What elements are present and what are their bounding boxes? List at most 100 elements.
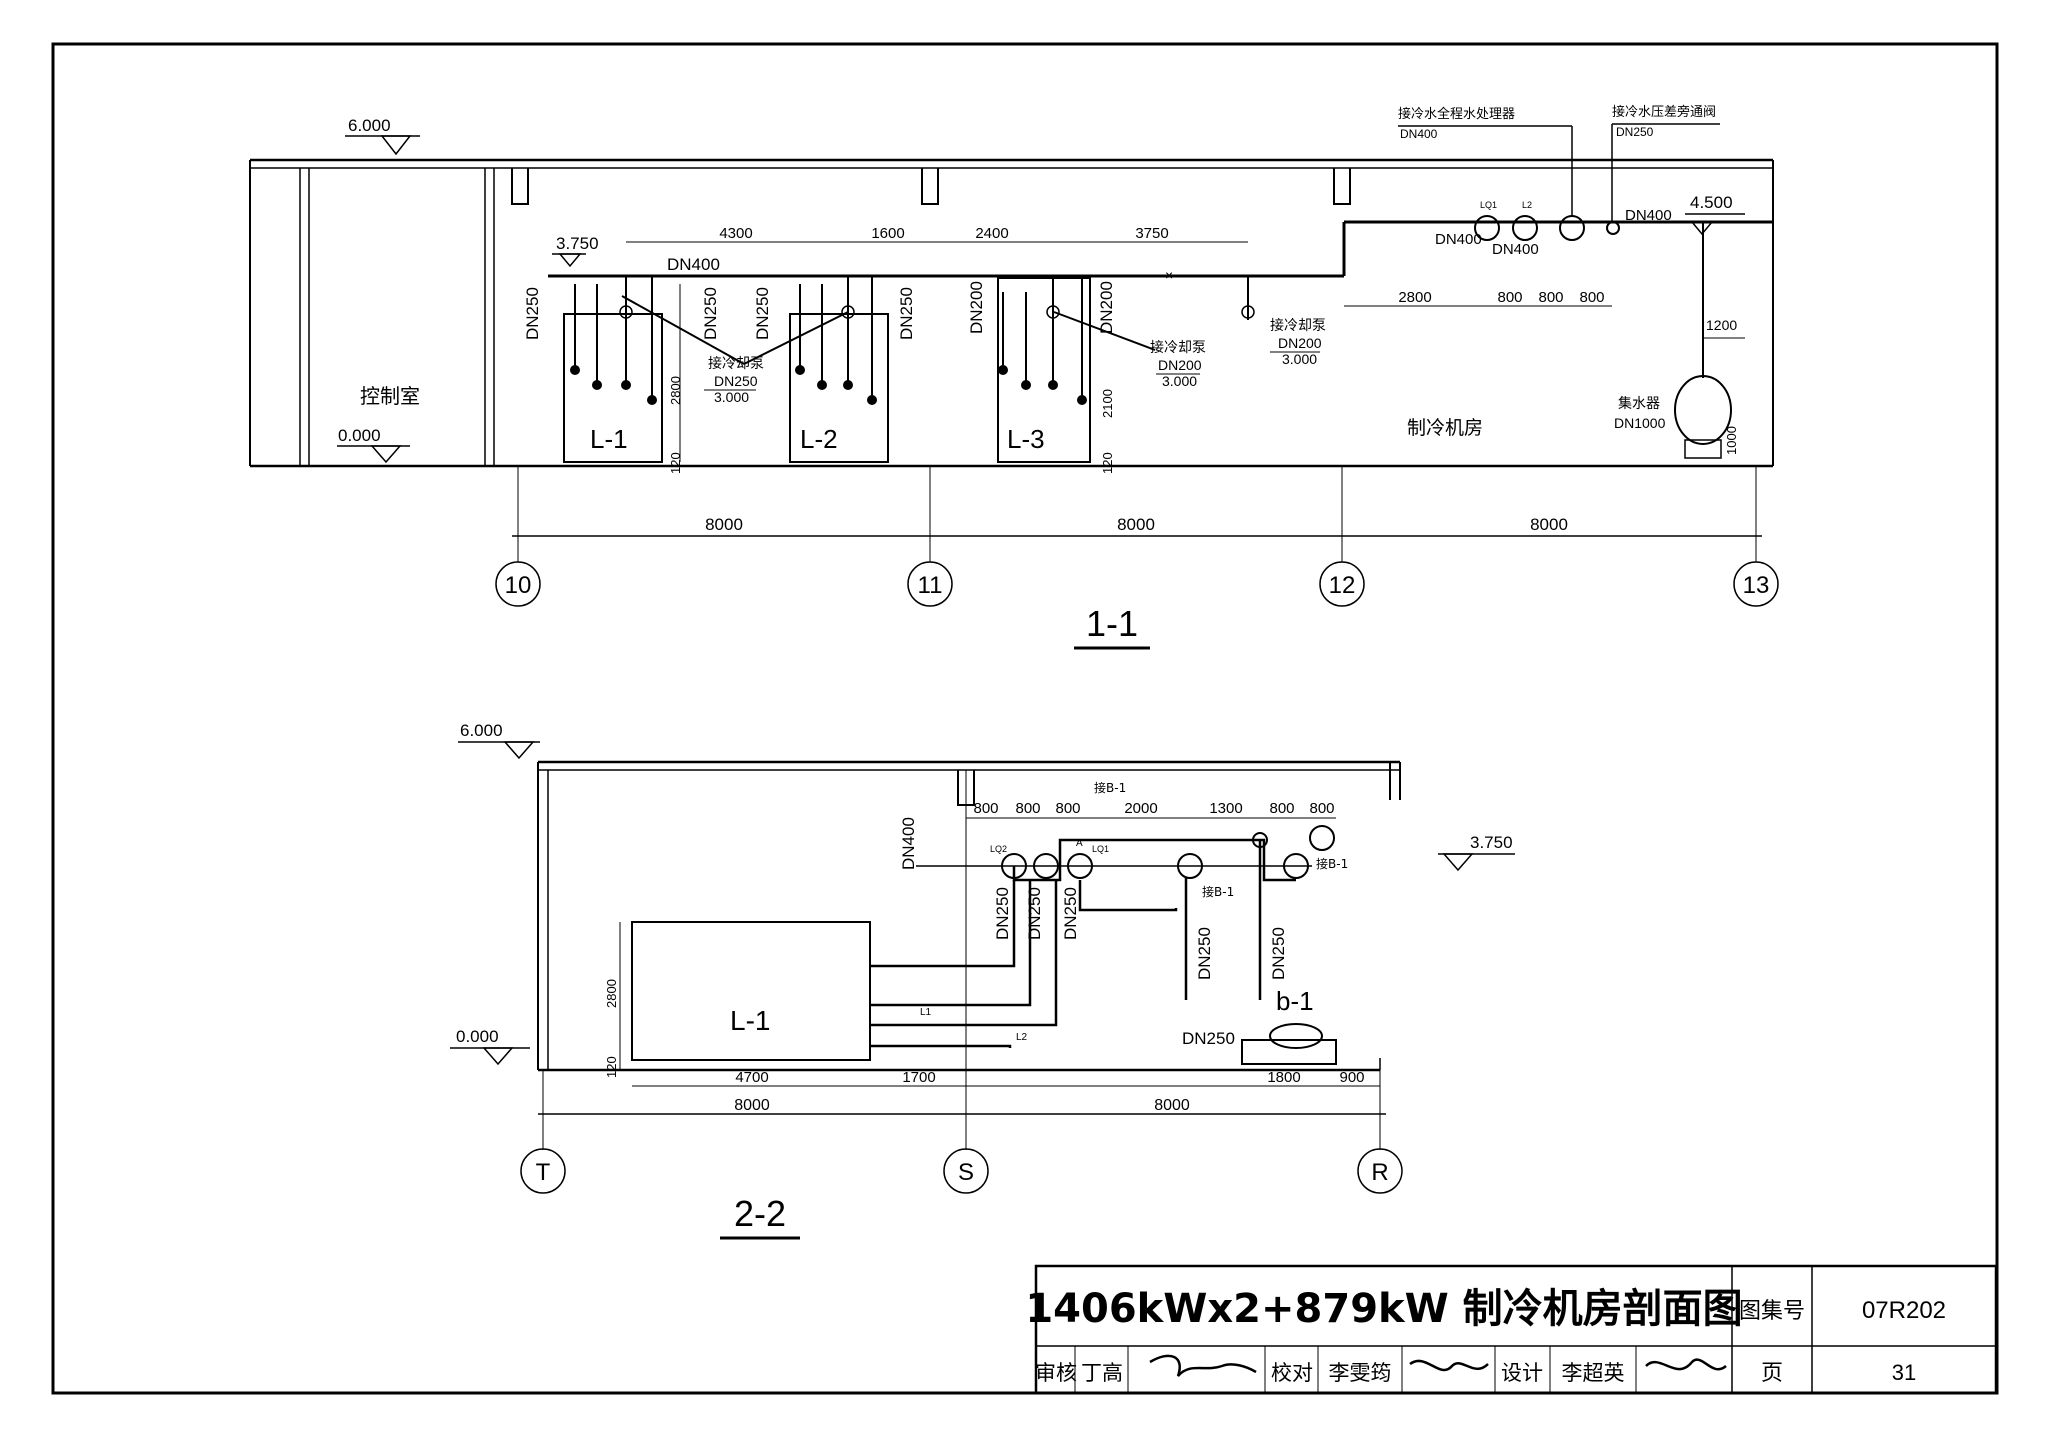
dim-top-2400: 2400 (975, 225, 1008, 242)
callout-water-treatment-size: DN400 (1400, 127, 1438, 141)
dim-2-bot-3: 900 (1339, 1069, 1364, 1086)
pipe-dn250-c: DN250 (753, 287, 772, 340)
dim-r-800a: 800 (1497, 289, 1522, 306)
design-label: 设计 (1501, 1361, 1543, 1385)
pipe-branches-1 (574, 276, 1249, 400)
dim-2-top-6: 800 (1309, 800, 1334, 817)
atlas-no: 07R202 (1862, 1297, 1946, 1324)
axis-s: S (958, 1159, 974, 1186)
pump-size-1: DN250 (714, 373, 758, 389)
dim-top-1600: 1600 (871, 225, 904, 242)
pipe-2-dn250-c: DN250 (1061, 887, 1080, 940)
pipe-2-dn250-a: DN250 (993, 887, 1012, 940)
dim-1000: 1000 (1724, 426, 1739, 455)
checker-name: 李雯筠 (1329, 1361, 1392, 1385)
label-a: A (1076, 838, 1083, 849)
dim-2-top-3: 2000 (1124, 800, 1157, 817)
pipe-dn200-a: DN200 (967, 281, 986, 334)
axis-12: 12 (1329, 572, 1356, 599)
dim-2-bot-0: 4700 (735, 1069, 768, 1086)
dim-r-800b: 800 (1538, 289, 1563, 306)
collector-tank (1674, 375, 1732, 445)
pump-size-2: DN200 (1158, 357, 1202, 373)
review-label: 审核 (1035, 1361, 1077, 1385)
dim-top-3750: 3750 (1135, 225, 1168, 242)
pipe-2-dn250-d: DN250 (1195, 927, 1214, 980)
span-1-c: 8000 (1530, 515, 1568, 534)
collector-label: 集水器 (1618, 395, 1660, 412)
axis-13: 13 (1743, 572, 1770, 599)
pump-callout-2: 接冷却泵 (1150, 339, 1206, 356)
axis-r: R (1371, 1159, 1388, 1186)
pipe-dn400-r2: DN400 (1492, 241, 1539, 258)
room-control: 控制室 (360, 384, 420, 408)
pipe-2-dn400: DN400 (899, 817, 918, 870)
dim-2-bot-2: 1800 (1267, 1069, 1300, 1086)
pipe-dn400-r3: DN400 (1625, 207, 1672, 224)
label-l2: L2 (1016, 1032, 1028, 1043)
dim-r-800c: 800 (1579, 289, 1604, 306)
drawing-title: 1406kWx2+879kW 制冷机房剖面图 (1025, 1286, 1742, 1332)
dim-2-ch-h: 2800 (604, 979, 619, 1008)
pump-b1-size: DN250 (1182, 1029, 1235, 1048)
dim-2-top-2: 800 (1055, 800, 1080, 817)
elev-roof-symbol-1 (380, 135, 412, 156)
pipe-l2-r: L2 (1522, 200, 1532, 210)
elev-roof-1: 6.000 (348, 116, 391, 135)
dim-2-top-1: 800 (1015, 800, 1040, 817)
callout-bypass-size: DN250 (1616, 125, 1654, 139)
dim-2-top-4: 1300 (1209, 800, 1242, 817)
label-to-b1-c: 接B-1 (1316, 856, 1348, 871)
checker-signature (1409, 1359, 1489, 1372)
collector-size: DN1000 (1614, 415, 1666, 431)
pipe-dn250-b: DN250 (701, 287, 720, 340)
dim-2-bot-1: 1700 (902, 1069, 935, 1086)
elev-right-1: 4.500 (1690, 193, 1733, 212)
label-l1: L1 (920, 1007, 932, 1018)
pump-callout-3: 接冷却泵 (1270, 317, 1326, 334)
callout-water-treatment: 接冷水全程水处理器 (1398, 106, 1515, 122)
pipe-dn200-b: DN200 (1097, 281, 1116, 334)
axis-11: 11 (918, 572, 943, 599)
pump-elev-2: 3.000 (1162, 373, 1197, 389)
pump-b1-label: b-1 (1276, 986, 1314, 1016)
chiller-l2 (789, 313, 889, 463)
pipe-lq1-r: LQ1 (1480, 200, 1497, 210)
label-to-b1-b: 接B-1 (1202, 884, 1234, 899)
callout-bypass: 接冷水压差旁通阀 (1612, 104, 1716, 120)
label-lq2: LQ2 (990, 844, 1007, 854)
reviewer-signature (1149, 1354, 1257, 1377)
dim-2-ch-base: 120 (604, 1056, 619, 1078)
check-label: 校对 (1271, 1361, 1313, 1385)
section-title-1-1: 1-1 (1086, 603, 1138, 644)
elev-floor-2: 0.000 (456, 1027, 499, 1046)
label-to-b1-a: 接B-1 (1094, 780, 1126, 795)
pipe-dn250-a: DN250 (523, 287, 542, 340)
label-lq1: LQ1 (1092, 844, 1109, 854)
dim-2-top-0: 800 (973, 800, 998, 817)
chiller-2-l1-label: L-1 (730, 1005, 770, 1036)
chiller-l1-label: L-1 (590, 424, 628, 454)
chiller-2-l1 (631, 921, 871, 1061)
section-2-2: 6.000 0.000 3.750 L-1 2800 120 DN400 (450, 721, 1515, 1240)
axis-10: 10 (505, 572, 532, 599)
elev-roof-2: 6.000 (460, 721, 503, 740)
dim-top-4300: 4300 (719, 225, 752, 242)
pipe-2-dn250-b: DN250 (1025, 887, 1044, 940)
section-title-2-2: 2-2 (734, 1193, 786, 1234)
span-1-a: 8000 (705, 515, 743, 534)
chiller-l2-label: L-2 (800, 424, 838, 454)
page-label: 页 (1761, 1361, 1783, 1386)
pump-size-3: DN200 (1278, 335, 1322, 351)
svg-text:×: × (1165, 267, 1173, 283)
pump-elev-1: 3.000 (714, 389, 749, 405)
pump-callout-1: 接冷却泵 (708, 355, 764, 372)
dim-ch-base1: 120 (668, 452, 683, 474)
elev-floor-1: 0.000 (338, 426, 381, 445)
pipe-2-dn250-e: DN250 (1269, 927, 1288, 980)
dim-ch-h1: 2800 (668, 376, 683, 405)
pipe-dn250-d: DN250 (897, 287, 916, 340)
pump-b1 (1241, 1039, 1337, 1065)
pump-elev-3: 3.000 (1282, 351, 1317, 367)
